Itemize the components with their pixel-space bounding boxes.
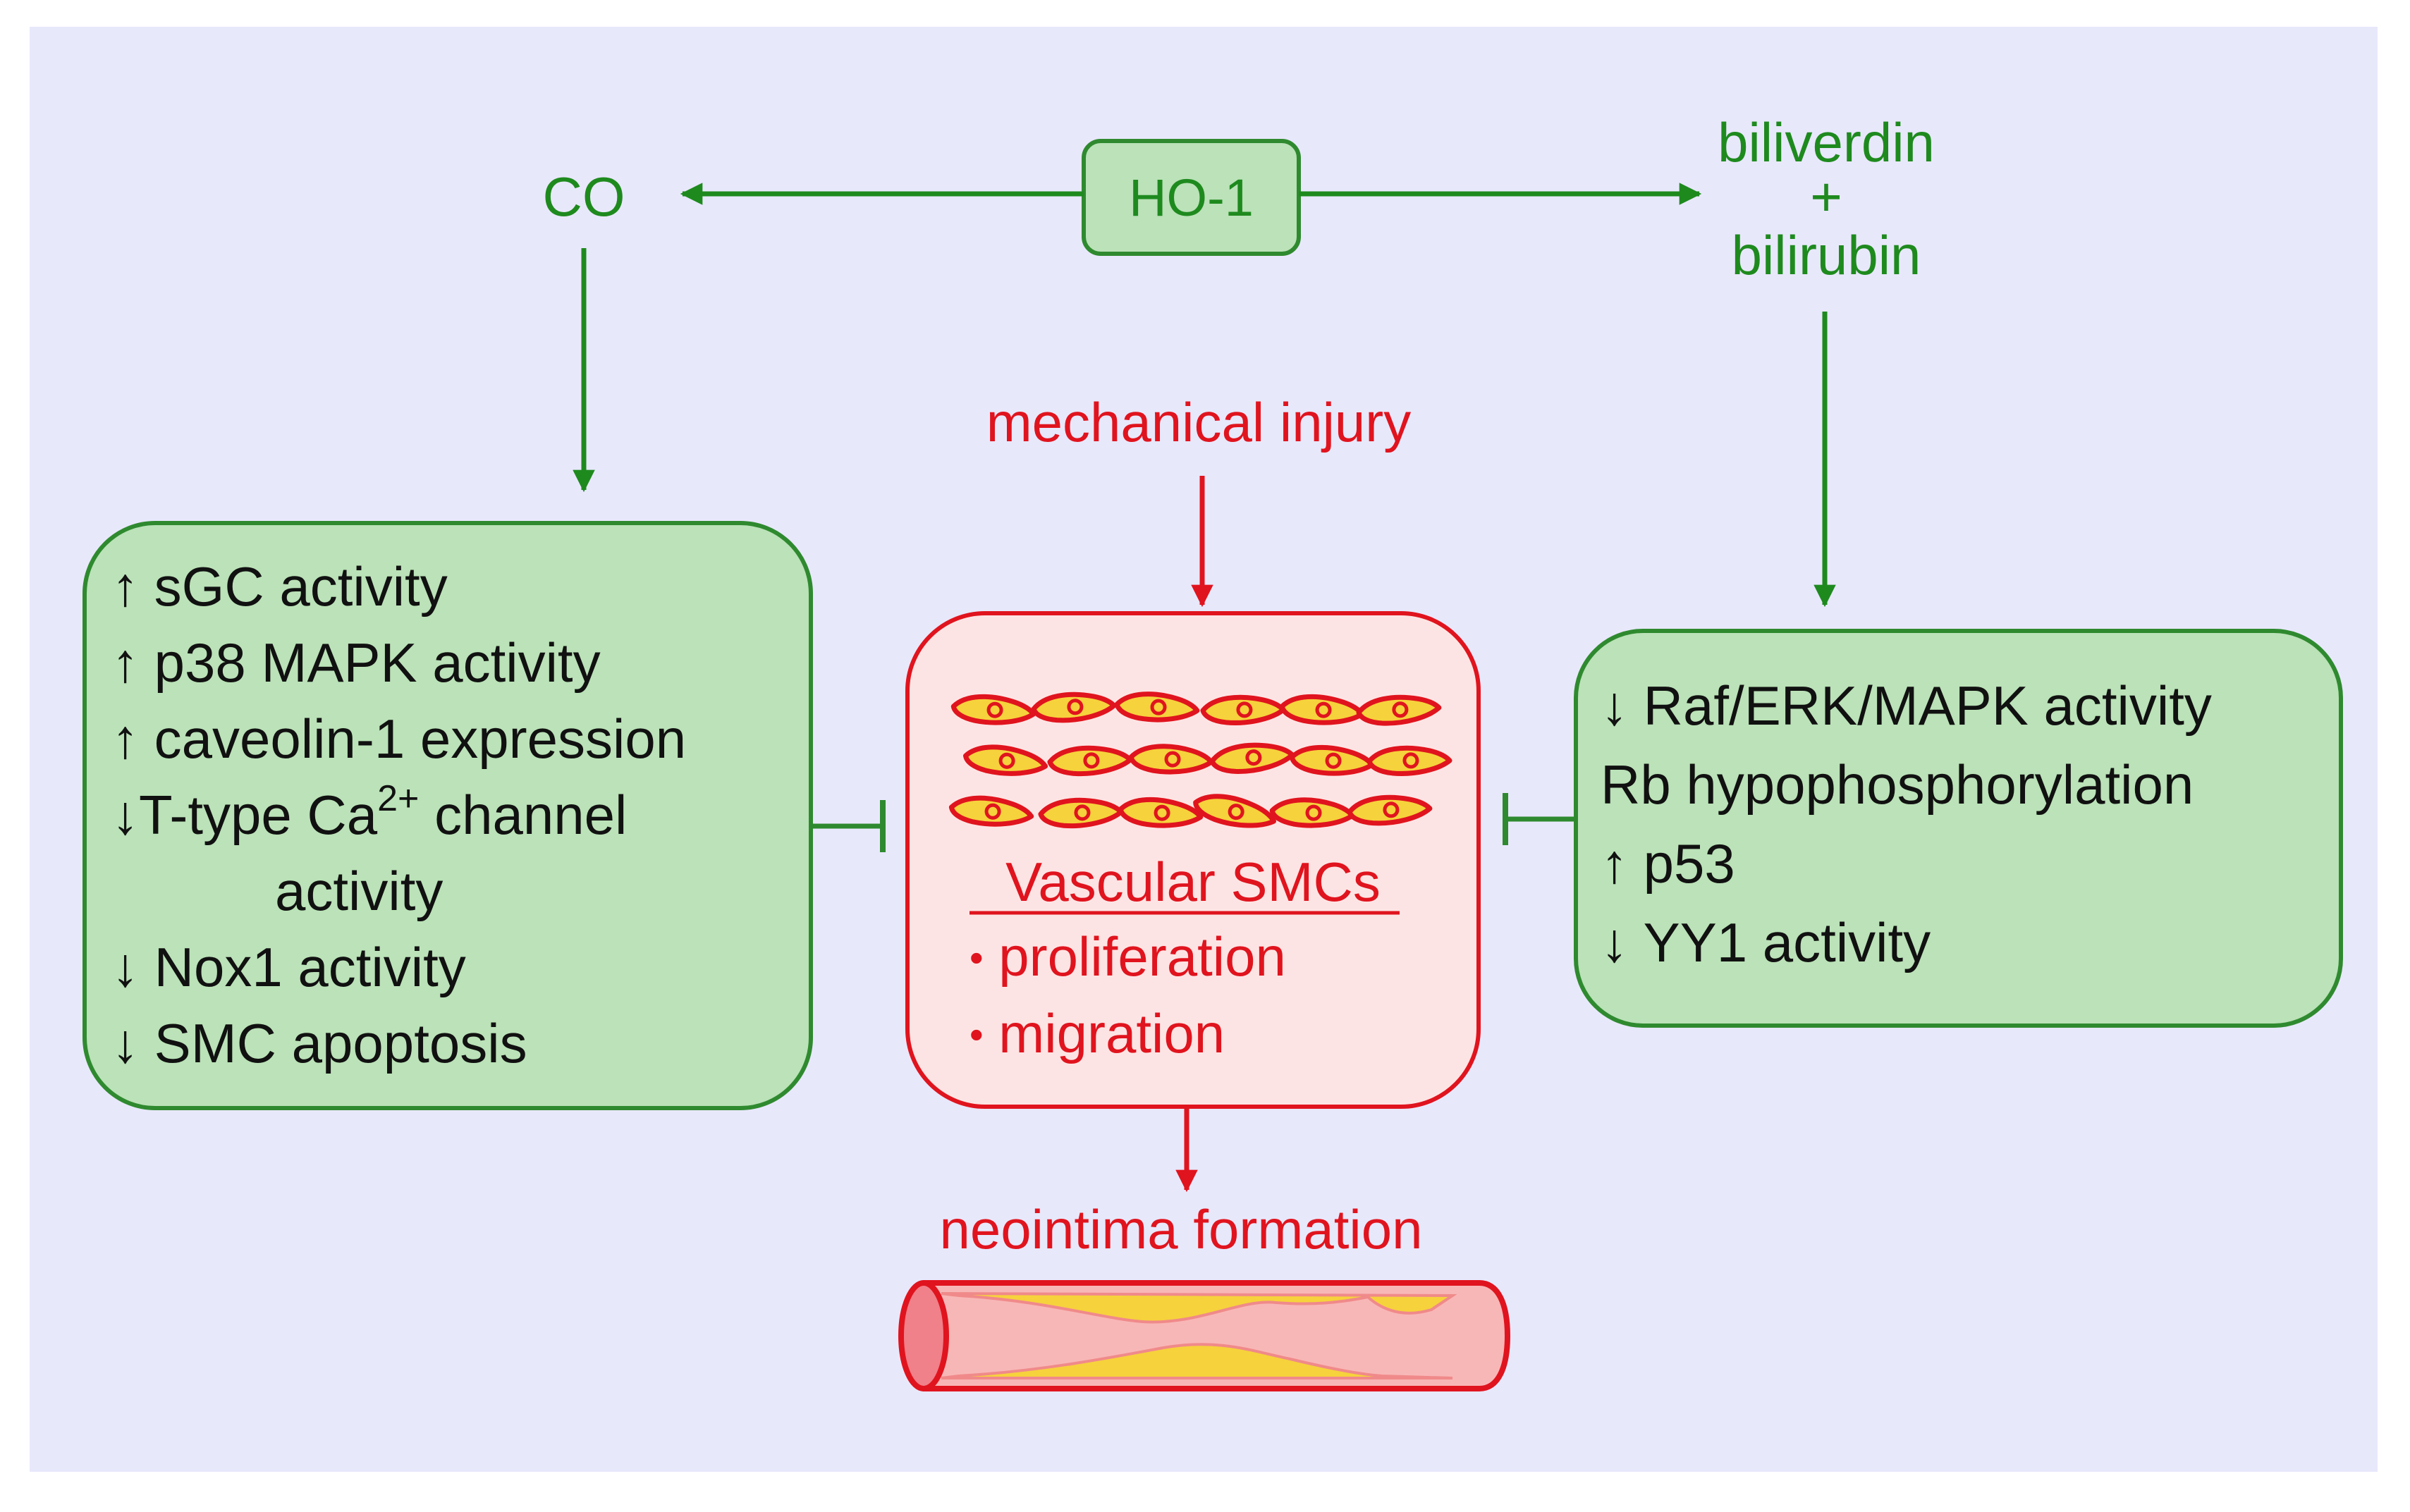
left-line-apoptosis: ↓ SMC apoptosis xyxy=(111,1012,527,1074)
neointima-label: neointima formation xyxy=(939,1198,1423,1260)
smc-item-migration: • migration xyxy=(969,1002,1225,1064)
left-effects-list: ↑ sGC activity ↑ p38 MAPK activity ↑ cav… xyxy=(111,548,686,1081)
left-line-sgc: ↑ sGC activity xyxy=(111,555,448,617)
left-effects-box xyxy=(82,521,813,1110)
blood-vessel-icon xyxy=(898,1280,1510,1391)
right-line-yy1: ↓ YY1 activity xyxy=(1601,911,1931,973)
right-line-p53: ↑ p53 xyxy=(1601,832,1735,895)
ho1-box xyxy=(1082,139,1301,256)
smc-item-proliferation: • proliferation xyxy=(969,926,1286,988)
right-line-raf: ↓ Raf/ERK/MAPK activity xyxy=(1601,675,2212,737)
plus-label: + xyxy=(1810,166,1842,228)
bilirubin-label: bilirubin xyxy=(1731,224,1921,286)
right-effects-box xyxy=(1574,629,2343,1028)
co-label: CO xyxy=(542,166,625,228)
left-line-ttype: ↓T-type Ca2+ channel xyxy=(111,778,628,846)
left-line-nox1: ↓ Nox1 activity xyxy=(111,936,466,998)
right-line-rb: Rb hypophosphorylation xyxy=(1601,754,2194,816)
left-line-caveolin: ↑ caveolin-1 expression xyxy=(111,708,687,770)
right-effects-list: ↓ Raf/ERK/MAPK activity Rb hypophosphory… xyxy=(1601,666,2212,982)
biliverdin-label: biliverdin xyxy=(1718,111,1935,173)
bullet-icon: • xyxy=(969,1012,984,1057)
ho1-label: HO-1 xyxy=(1129,168,1254,227)
smc-title: Vascular SMCs xyxy=(1005,851,1381,913)
bullet-icon: • xyxy=(969,935,984,980)
mechanical-injury-label: mechanical injury xyxy=(986,391,1412,453)
left-line-activity: activity xyxy=(275,860,444,922)
left-line-p38: ↑ p38 MAPK activity xyxy=(111,632,601,694)
smc-box xyxy=(905,611,1481,1109)
